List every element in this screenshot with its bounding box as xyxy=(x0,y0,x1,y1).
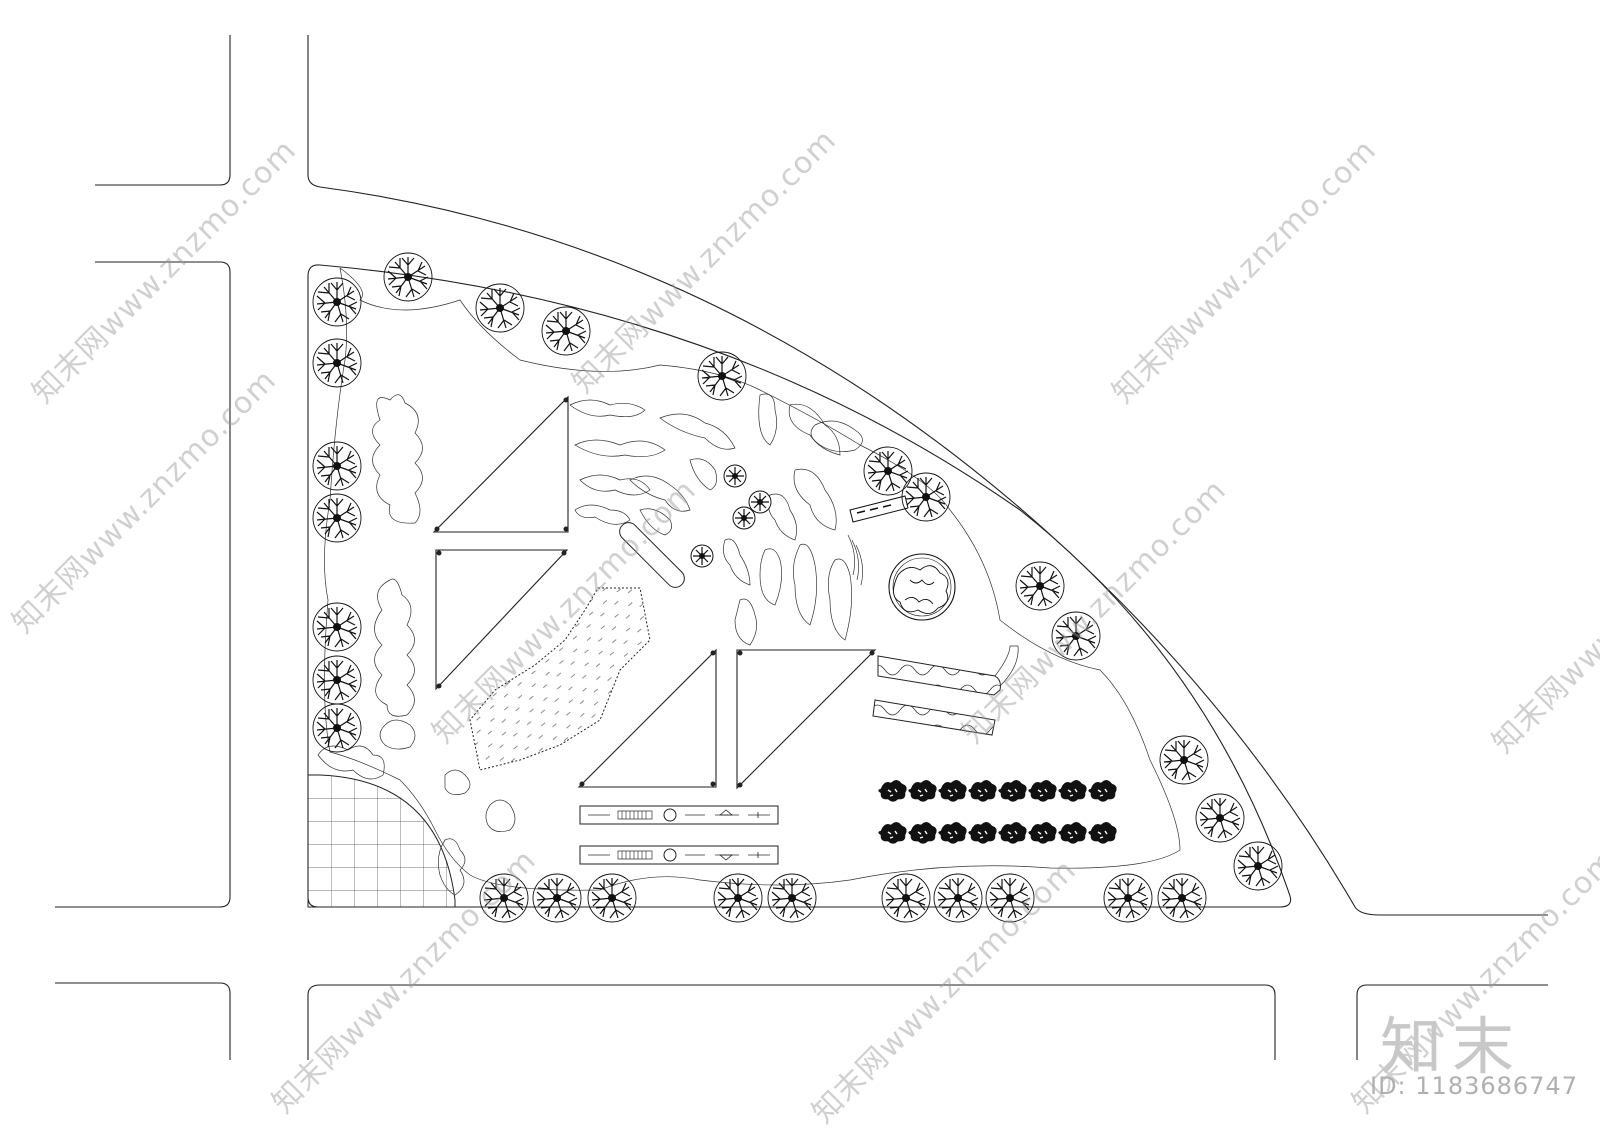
central-plaza xyxy=(469,587,651,771)
bench-icon xyxy=(849,495,909,523)
tree-icon xyxy=(532,873,582,923)
tree-icon xyxy=(732,506,756,530)
brand-id-label: ID: 1183686747 xyxy=(1370,1072,1578,1100)
tree-icon xyxy=(312,602,362,652)
shrub-icon xyxy=(937,821,968,845)
legend-bars xyxy=(579,805,779,865)
tree-icon xyxy=(863,446,913,496)
tree-icon xyxy=(881,873,931,923)
tree-icon xyxy=(697,351,747,401)
shrub-icon xyxy=(877,779,908,803)
tree-icon xyxy=(723,464,747,488)
shrub-icon xyxy=(1027,779,1058,803)
tree-icon xyxy=(1233,841,1283,891)
circular-planter-icon xyxy=(888,553,956,621)
shrub-group xyxy=(877,779,1118,845)
tree-icon xyxy=(312,338,362,388)
brand-logo: 知末 xyxy=(1380,1010,1525,1083)
tree-icon xyxy=(587,873,637,923)
triangle-lawns xyxy=(432,395,877,790)
road-edges xyxy=(55,35,1548,1060)
tree-icon xyxy=(312,493,362,543)
shrub-icon xyxy=(997,821,1028,845)
tree-icon xyxy=(312,655,362,705)
wave-planters xyxy=(847,534,1019,736)
shrub-icon xyxy=(997,779,1028,803)
tree-icon xyxy=(933,873,983,923)
tree-icon xyxy=(713,873,763,923)
tree-icon xyxy=(1195,793,1245,843)
shrub-icon xyxy=(1057,821,1088,845)
tree-icon xyxy=(1159,735,1209,785)
site-boundary xyxy=(307,264,1292,908)
shrub-icon xyxy=(907,779,938,803)
tree-icon xyxy=(1157,873,1207,923)
shrub-icon xyxy=(877,821,908,845)
shrub-icon xyxy=(1057,779,1088,803)
shrub-icon xyxy=(967,779,998,803)
tree-icon xyxy=(312,277,362,327)
shrub-icon xyxy=(937,779,968,803)
shrub-icon xyxy=(1087,779,1118,803)
brand-badge: 知末 ID: 1183686747 xyxy=(1366,996,1596,1106)
shrub-icon xyxy=(1027,821,1058,845)
tree-icon xyxy=(475,283,525,333)
tree-icon xyxy=(748,490,772,514)
tree-icon xyxy=(690,544,714,568)
tree-icon xyxy=(312,703,362,753)
tree-icon xyxy=(312,441,362,491)
tree-icon xyxy=(1015,561,1065,611)
grid-paving xyxy=(307,774,456,908)
cloud-hedges xyxy=(317,393,863,896)
lawn-edge-path xyxy=(324,267,1181,891)
shrub-icon xyxy=(1087,821,1118,845)
shrub-icon xyxy=(967,821,998,845)
tree-icon xyxy=(901,472,951,522)
tree-icon xyxy=(767,873,817,923)
shrub-icon xyxy=(907,821,938,845)
tree-icon xyxy=(1103,873,1153,923)
planter-strip xyxy=(619,522,685,588)
